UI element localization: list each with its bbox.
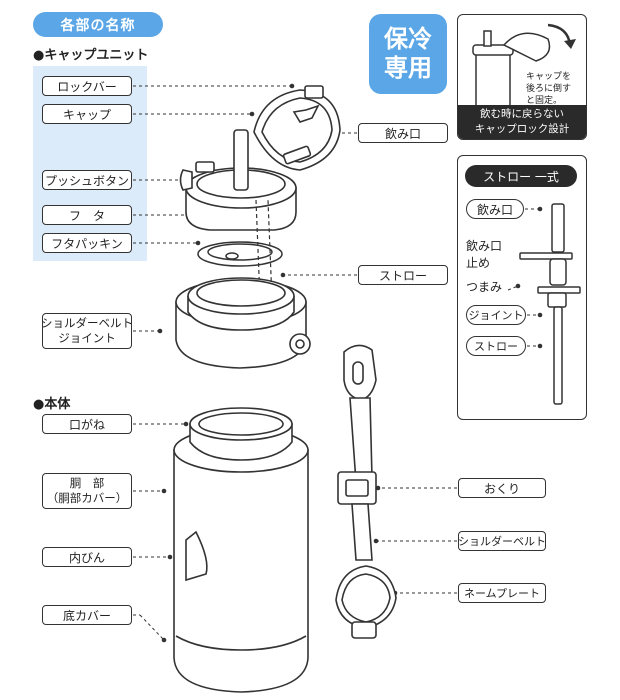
label-straw: ストロー xyxy=(358,265,448,285)
straw-set-illustration xyxy=(519,203,581,405)
page-title: 各部の名称 xyxy=(33,12,163,37)
label-lid: フ タ xyxy=(42,205,132,225)
shoulder-unit-illustration xyxy=(175,277,311,369)
cold-only-badge: 保冷 専用 xyxy=(369,14,447,94)
label-strap-holder: おくり xyxy=(458,478,546,498)
belt-illustration xyxy=(335,344,397,639)
section-body: ●本体 xyxy=(33,397,71,412)
label-push-button: プッシュボタン xyxy=(42,170,132,190)
label-lock-bar: ロックバー xyxy=(42,76,132,96)
cap-lock-panel: キャップを 後ろに倒す と固定。 飲む時に戻らない キャップロック設計 xyxy=(457,14,587,140)
body-illustration xyxy=(173,407,309,693)
label-mouthpiece: 飲み口 xyxy=(358,123,448,143)
lock-note-line3: と固定。 xyxy=(526,96,563,106)
straw-label-joint: ジョイント xyxy=(466,305,526,325)
label-body-line2: （胴部カバー） xyxy=(46,491,128,505)
straw-set-title: ストロー 一式 xyxy=(465,165,577,187)
label-bottom-cover: 底カバー xyxy=(42,605,132,625)
label-name-plate: ネームプレート xyxy=(458,583,546,603)
straw-label-stopper-line1: 飲み口 xyxy=(466,239,503,253)
straw-label-knob: つまみ xyxy=(466,280,503,294)
label-shoulder-belt: ショルダーベルト xyxy=(458,531,546,551)
label-body-line1: 胴 部 xyxy=(69,476,105,490)
lock-note-line1: キャップを xyxy=(526,72,572,82)
label-shoulder-joint: ショルダーベルト ジョイント xyxy=(41,313,133,349)
lock-footer: 飲む時に戻らない キャップロック設計 xyxy=(458,105,586,139)
straw-label-straw: ストロー xyxy=(466,336,526,356)
straw-label-stopper: 飲み口 止め xyxy=(466,238,502,272)
cap-unit-panel xyxy=(33,66,147,261)
lock-note-line2: 後ろに倒す xyxy=(526,84,572,94)
label-body: 胴 部 （胴部カバー） xyxy=(42,473,132,509)
label-lid-packing: フタパッキン xyxy=(42,233,132,253)
badge-line1: 保冷 xyxy=(384,25,432,53)
lid-illustration xyxy=(179,129,297,231)
badge-line2: 専用 xyxy=(384,54,432,82)
cap-illustration xyxy=(253,85,341,171)
lock-footer-line2: キャップロック設計 xyxy=(474,123,570,135)
label-neck: 口がね xyxy=(42,414,132,434)
section-cap-unit: ●キャップユニット xyxy=(33,48,149,63)
lock-note: キャップを 後ろに倒す と固定。 xyxy=(526,71,571,107)
label-shoulder-joint-line2: ジョイント xyxy=(58,331,116,345)
cap-lock-illustration xyxy=(472,23,576,114)
label-inner-bin: 内びん xyxy=(42,547,132,567)
lid-packing-illustration xyxy=(197,241,283,267)
straw-label-stopper-line2: 止め xyxy=(466,256,491,270)
label-cap: キャップ xyxy=(42,104,132,124)
lock-footer-line1: 飲む時に戻らない xyxy=(480,108,564,120)
straw-label-mouthpiece: 飲み口 xyxy=(466,199,524,219)
label-shoulder-joint-line1: ショルダーベルト xyxy=(41,316,133,330)
